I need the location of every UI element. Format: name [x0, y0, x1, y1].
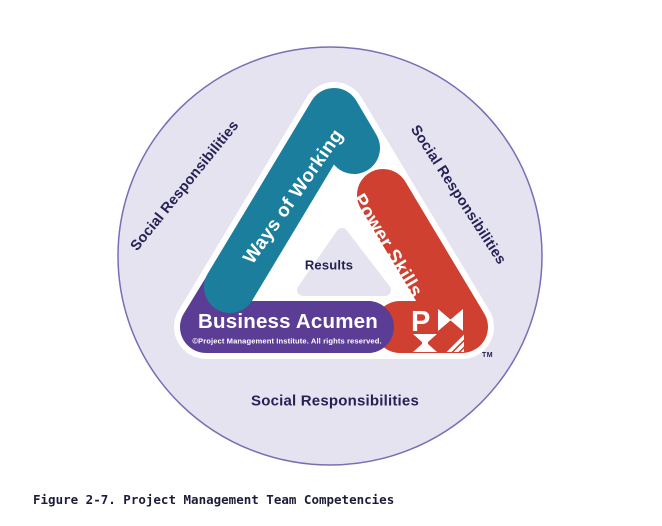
pmi-logo-m-right-triangle-icon	[450, 309, 463, 331]
social-responsibilities-label-bottom: Social Responsibilities	[251, 392, 419, 410]
triangle-inner-hole	[297, 228, 391, 296]
pmi-logo-letter-p: P	[411, 306, 430, 338]
results-center-label: Results	[304, 257, 354, 273]
trademark-symbol: TM	[482, 352, 494, 359]
bar-ways-of-working	[204, 88, 380, 313]
pmi-logo-m-left-triangle-icon	[438, 309, 451, 331]
pmi-logo-stripes-icon	[441, 329, 464, 352]
pmi-logo-spool-icon	[413, 334, 437, 352]
pmi-logo: P	[411, 306, 464, 352]
figure-caption: Figure 2-7. Project Management Team Comp…	[33, 492, 395, 507]
pmi-copyright-note: ©Project Management Institute. All right…	[192, 336, 382, 346]
business-acumen-label: Business Acumen	[198, 310, 378, 333]
